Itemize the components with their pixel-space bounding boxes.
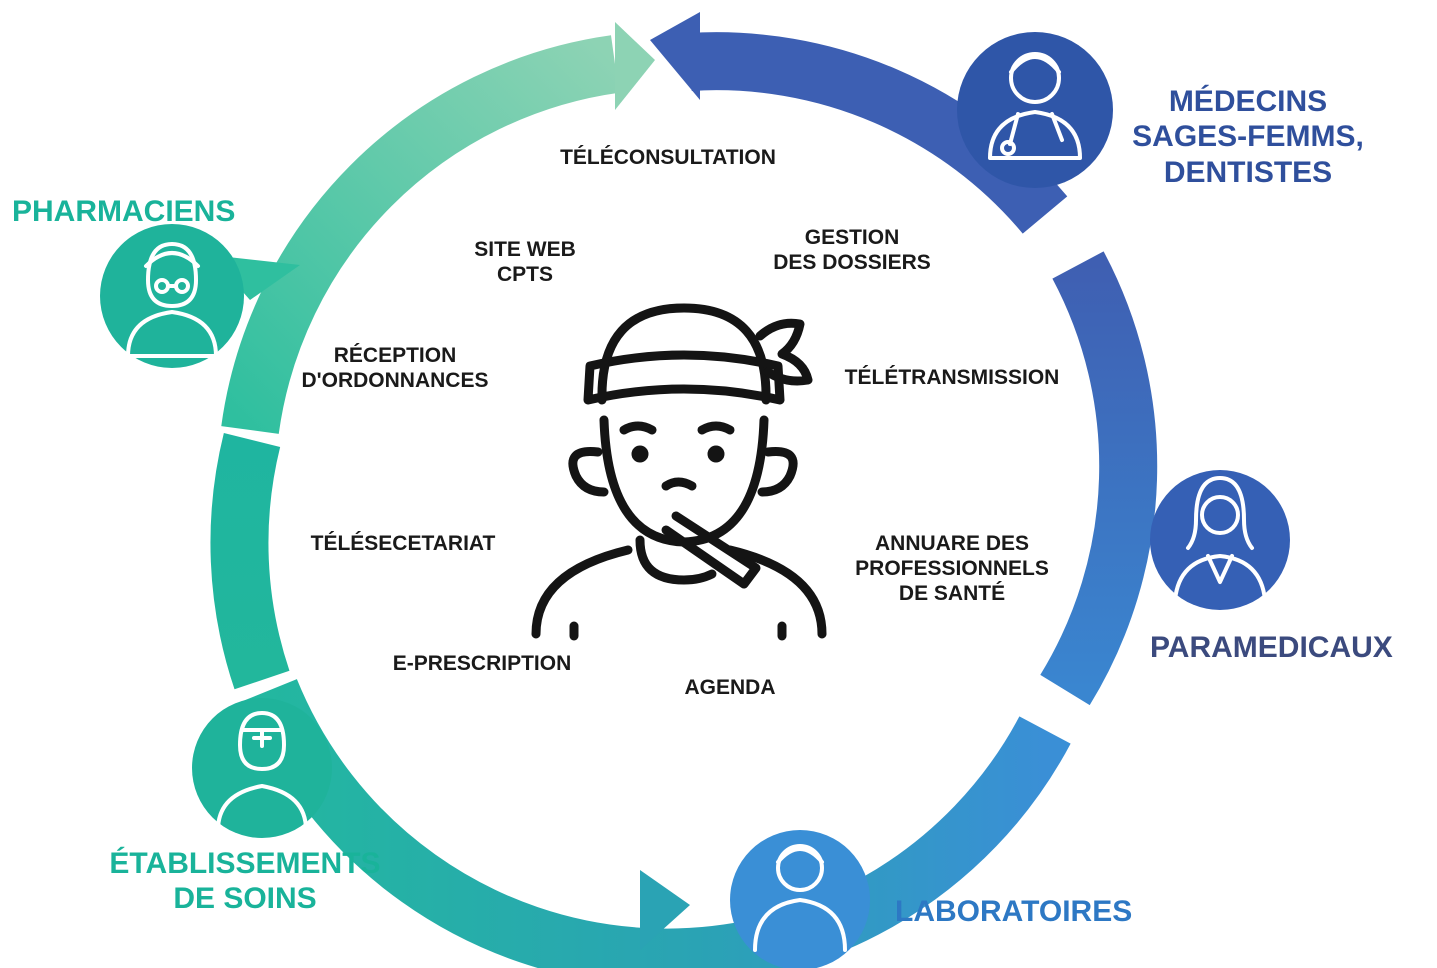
service-gestion-line-1: GESTION	[804, 226, 900, 249]
service-annuaire-line-3: DE SANTÉ	[898, 581, 1006, 605]
arrow-head-top	[615, 22, 655, 110]
service-teletransmission: TÉLÉTRANSMISSION	[820, 366, 1084, 391]
ring-arc-right	[1040, 251, 1158, 706]
laboratoires-label: LABORATOIRES	[895, 894, 1155, 929]
medecins-label-line-3: DENTISTES	[1163, 155, 1333, 189]
ring-arc-top-left	[221, 35, 620, 434]
service-agenda: AGENDA	[660, 676, 800, 701]
service-reception-line-2: D'ORDONNANCES	[301, 368, 489, 392]
service-eprescription: E-PRESCRIPTION	[366, 652, 598, 677]
cycle-ring	[210, 32, 1158, 968]
medecins-node	[957, 32, 1113, 188]
etablissements-label-line-2: DE SOINS	[173, 882, 317, 916]
pharmacist-icon	[126, 242, 218, 358]
nurse-woman-icon	[1173, 476, 1267, 602]
paramedicaux-node	[1150, 470, 1290, 610]
medecins-label-line-1: MÉDECINS	[1168, 85, 1328, 118]
doctor-icon	[988, 52, 1082, 160]
paramedicaux-label-text: PARAMEDICAUX	[1150, 631, 1393, 664]
service-telesecretariat-text: TÉLÉSECETARIAT	[310, 532, 496, 555]
laboratoires-node	[730, 830, 870, 968]
service-annuaire-line-1: ANNUARE DES	[874, 532, 1029, 555]
medecins-label: MÉDECINS SAGES-FEMMS, DENTISTES	[1110, 84, 1386, 190]
service-site-web: SITE WEB CPTS	[440, 238, 610, 288]
service-annuaire-line-2: PROFESSIONNELS	[855, 556, 1049, 580]
arrow-head-top-blue	[650, 12, 700, 100]
pharmaciens-label: PHARMACIENS	[12, 194, 256, 229]
service-reception: RÉCEPTION D'ORDONNANCES	[270, 344, 520, 394]
label-background-patch	[1140, 625, 1437, 750]
service-gestion: GESTION DES DOSSIERS	[740, 226, 964, 276]
pharmaciens-node	[100, 224, 244, 368]
etablissements-label: ÉTABLISSEMENTS DE SOINS	[95, 846, 395, 917]
service-teletransmission-text: TÉLÉTRANSMISSION	[844, 366, 1060, 389]
paramedicaux-label: PARAMEDICAUX	[1150, 630, 1437, 665]
service-eprescription-text: E-PRESCRIPTION	[392, 652, 572, 675]
service-gestion-line-2: DES DOSSIERS	[773, 250, 931, 274]
ring-arc-left	[210, 433, 290, 690]
medical-staff-icon	[216, 711, 308, 832]
sick-patient-thermometer-icon	[531, 303, 827, 641]
service-teleconsultation: TÉLÉCONSULTATION	[520, 146, 816, 171]
pharmaciens-label-text: PHARMACIENS	[12, 195, 236, 228]
laboratoires-label-text: LABORATOIRES	[895, 895, 1133, 928]
etablissements-node	[192, 698, 332, 838]
etablissements-label-line-1: ÉTABLISSEMENTS	[109, 847, 381, 880]
service-telesecretariat: TÉLÉSECETARIAT	[280, 532, 526, 557]
arrow-head-bottom	[640, 870, 690, 950]
ring-arc-bottom	[243, 679, 1071, 968]
service-reception-line-1: RÉCEPTION	[333, 344, 457, 367]
lab-person-icon	[753, 844, 847, 952]
service-teleconsultation-text: TÉLÉCONSULTATION	[560, 146, 776, 169]
service-site-web-line-2: CPTS	[496, 262, 553, 286]
service-annuaire: ANNUARE DES PROFESSIONNELS DE SANTÉ	[822, 532, 1082, 606]
service-site-web-line-1: SITE WEB	[474, 238, 576, 261]
medecins-label-line-2: SAGES-FEMMS,	[1132, 120, 1364, 154]
service-agenda-text: AGENDA	[684, 676, 776, 699]
